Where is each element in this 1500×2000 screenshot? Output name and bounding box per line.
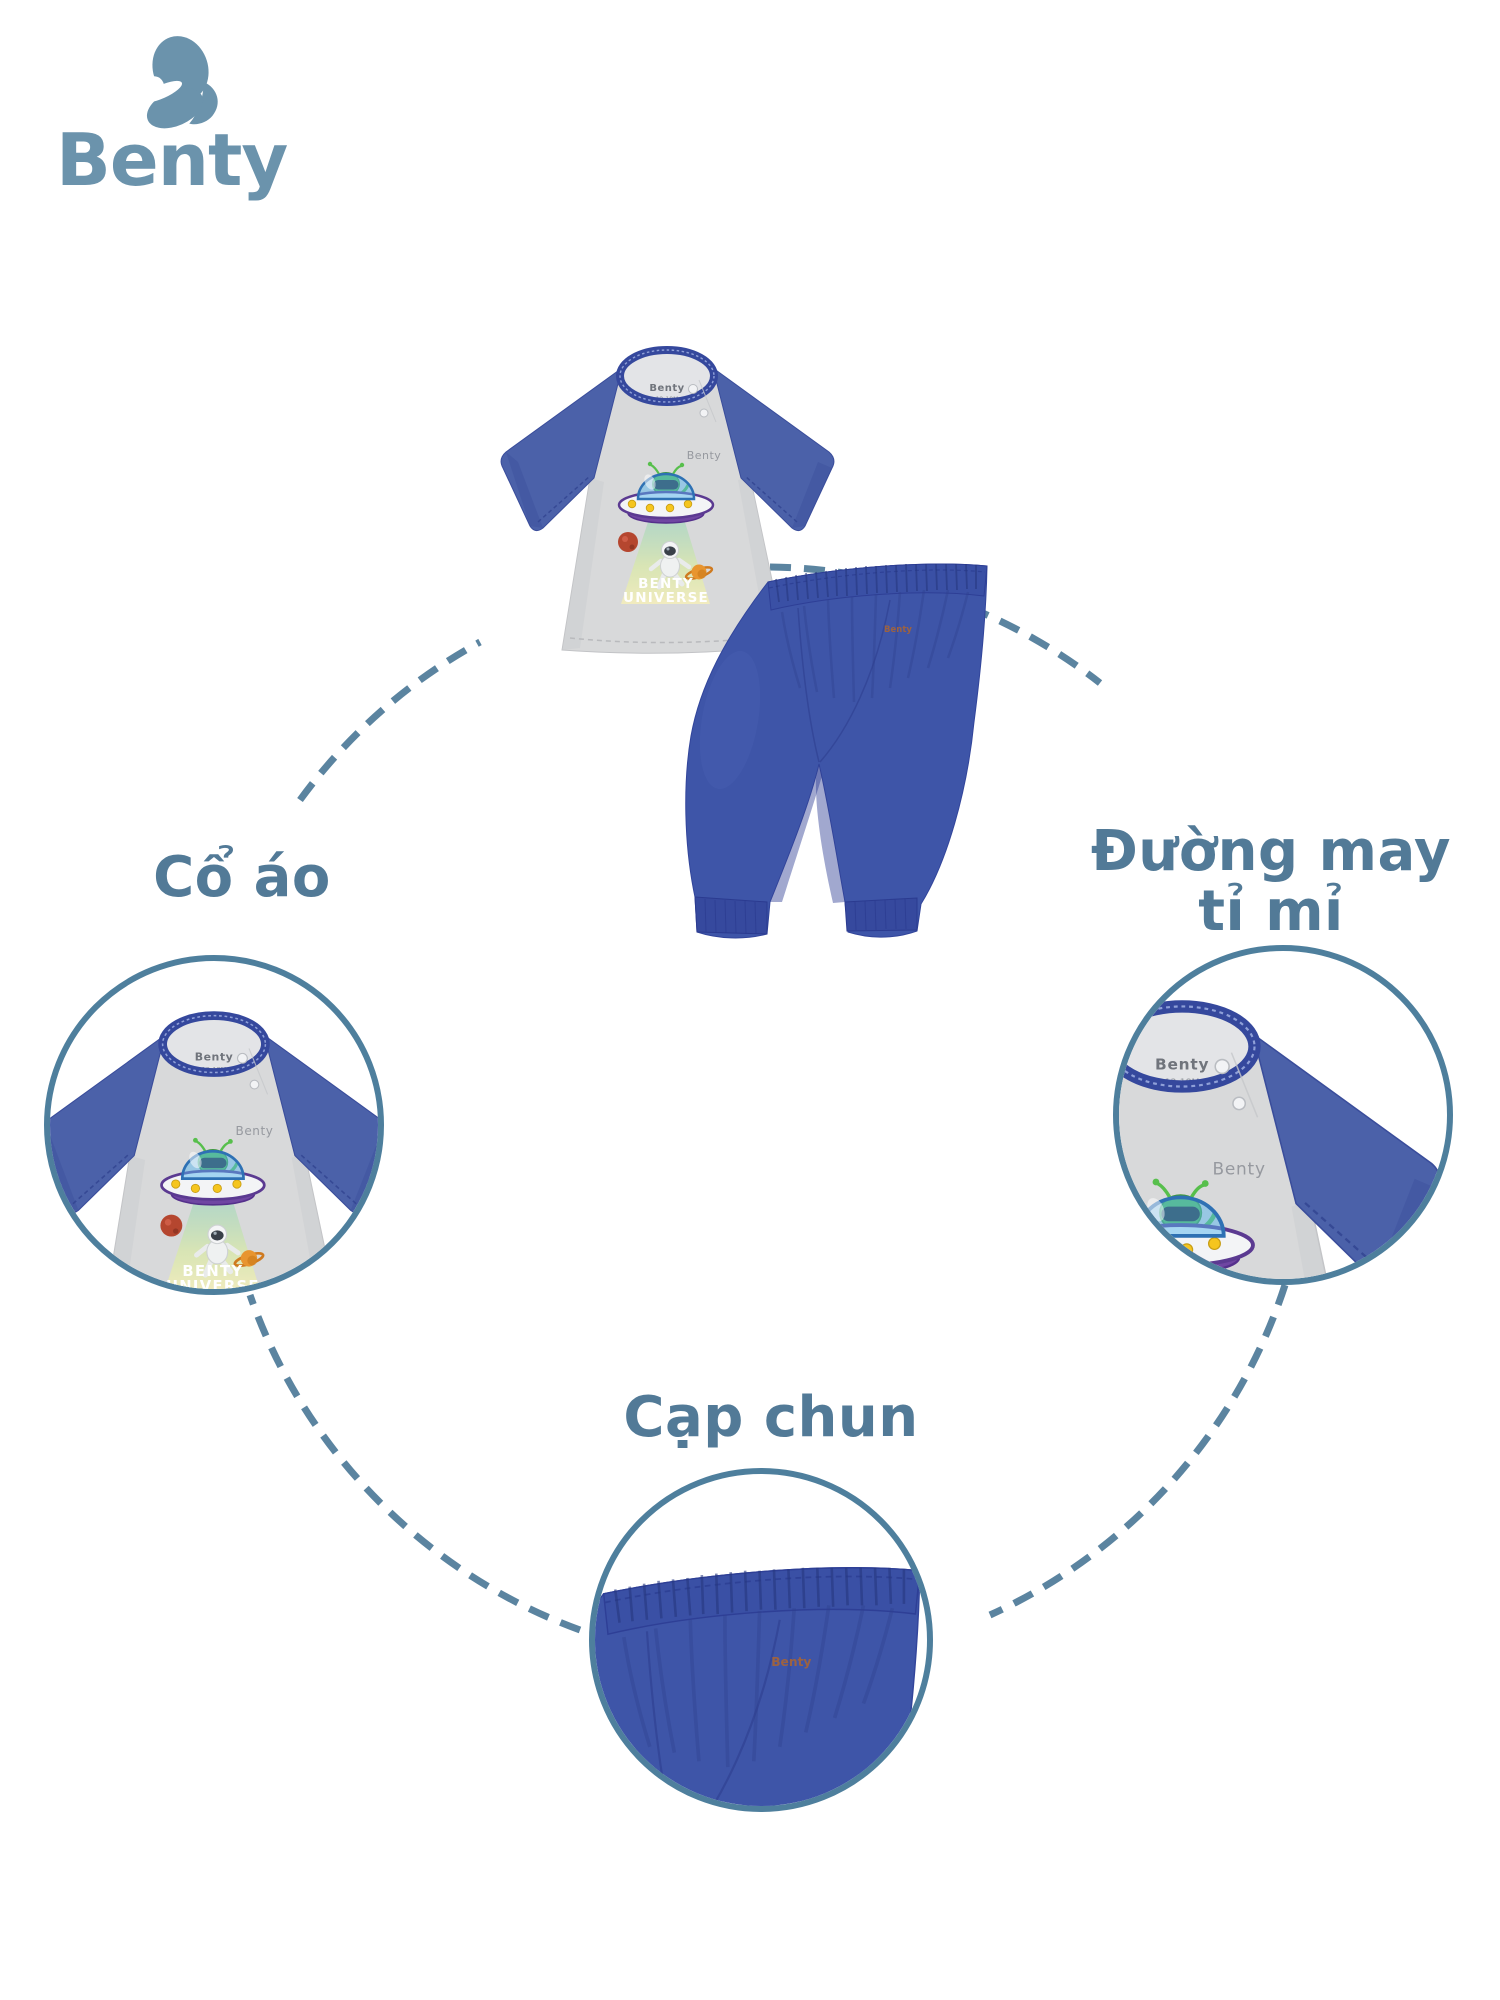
waistband-detail-photo (595, 1565, 922, 1806)
dash-arc-bottom-left (246, 1293, 582, 1634)
collar-detail-photo (50, 961, 378, 1289)
benty-logo-icon (141, 36, 218, 129)
dash-arc-top-left (297, 638, 482, 803)
callout-seams-circle (1113, 945, 1453, 1285)
callout-seams-label-line2: tỉ mỉ (1198, 878, 1344, 944)
callout-seams-label-line1: Đường may (1090, 819, 1452, 884)
brand-logo: Benty (0, 0, 340, 220)
callout-collar-circle (44, 955, 384, 1295)
pants-illustration (684, 562, 989, 940)
dash-arc-bottom-right (988, 1283, 1289, 1619)
logo-wordmark: Benty (56, 118, 288, 202)
callout-waistband-circle (589, 1468, 933, 1812)
callout-waistband-label: Cạp chun (623, 1385, 919, 1450)
seams-detail-photo (1119, 951, 1447, 1279)
callout-collar-label: Cổ áo (153, 845, 331, 910)
callout-seams-label: Đường may tỉ mỉ (1071, 822, 1471, 942)
